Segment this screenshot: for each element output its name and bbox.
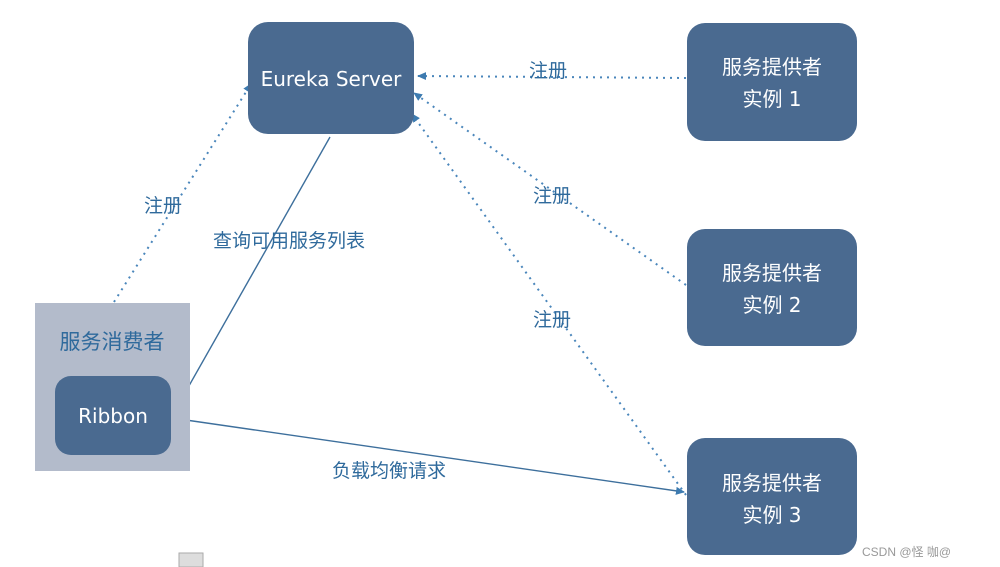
load-balance-edge [171,417,685,495]
provider-3-node: 服务提供者 实例 3 [687,438,857,555]
load-balance-label: 负载均衡请求 [332,460,446,482]
provider-1-node: 服务提供者 实例 1 [687,23,857,141]
register-edge-3 [411,113,687,496]
provider-3-instance: 实例 3 [742,503,801,527]
register-label-consumer: 注册 [144,195,182,217]
consumer-label: 服务消费者 [60,330,165,354]
provider-1-instance: 实例 1 [742,87,801,111]
query-service-list-label: 查询可用服务列表 [213,230,365,252]
query-edge [172,136,331,415]
register-label-2: 注册 [533,185,571,207]
register-label-3: 注册 [533,309,571,331]
provider-3-title: 服务提供者 [722,471,822,495]
eureka-server-label: Eureka Server [261,67,403,91]
provider-2-node: 服务提供者 实例 2 [687,229,857,346]
register-label-1: 注册 [529,60,567,82]
provider-2-instance: 实例 2 [742,293,801,317]
service-consumer-group: 服务消费者 Ribbon [35,303,190,471]
eureka-server-node [248,22,414,134]
ribbon-node [55,376,171,455]
register-edge-1 [417,72,687,81]
small-icon [178,552,204,567]
provider-2-title: 服务提供者 [722,261,822,285]
watermark: CSDN @怪 咖@ [862,544,951,559]
register-edge-consumer [113,83,252,303]
ribbon-label: Ribbon [78,404,148,428]
provider-1-title: 服务提供者 [722,55,822,79]
